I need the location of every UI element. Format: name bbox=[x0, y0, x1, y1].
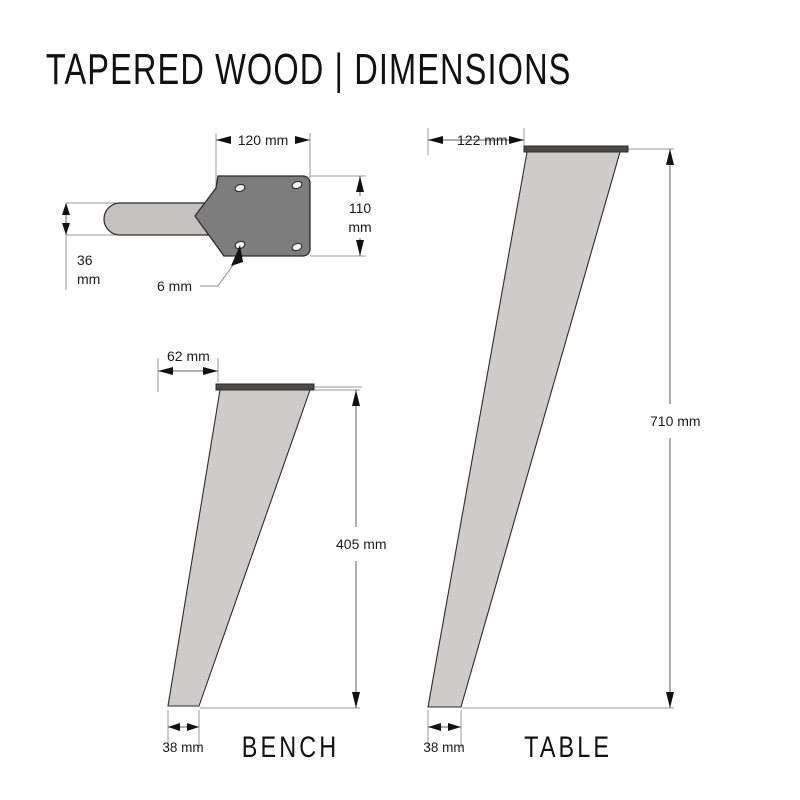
dimension-label-plate-height-value: 110 bbox=[349, 200, 372, 216]
page-title-text: TAPERED WOOD | DIMENSIONS bbox=[46, 45, 572, 94]
dimension-label-tab-thickness-unit: mm bbox=[77, 271, 100, 287]
bolt-hole-top-right bbox=[291, 180, 303, 190]
dimension-bench-bottom-width: 38 mm bbox=[162, 723, 204, 755]
arrow-right bbox=[203, 367, 218, 375]
arrow-down bbox=[352, 692, 360, 708]
dimension-label-plate-width: 120 mm bbox=[238, 132, 289, 148]
mounting-plate-detail: 120 mm 110 mm 36 mm 6 mm bbox=[62, 132, 372, 294]
bench-leg-shape bbox=[167, 389, 311, 707]
dimension-label-plate-height-unit: mm bbox=[348, 219, 371, 235]
arrow-right bbox=[509, 136, 524, 144]
wood-tab-shape bbox=[103, 202, 217, 236]
dimension-label-table-bottom-width: 38 mm bbox=[423, 740, 464, 755]
dimension-label-table-top-width: 122 mm bbox=[457, 132, 508, 148]
table-caption: TABLE bbox=[524, 730, 612, 763]
arrow-left bbox=[216, 136, 231, 144]
dimension-table-bottom-width: 38 mm bbox=[423, 723, 465, 755]
bolt-hole-top-left bbox=[234, 183, 246, 193]
arrow-down bbox=[666, 692, 674, 708]
dimension-tab-thickness: 36 mm bbox=[62, 203, 100, 287]
dimension-label-bench-bottom-width: 38 mm bbox=[162, 740, 203, 755]
table-leg-shape bbox=[427, 151, 621, 708]
bench-caption: BENCH bbox=[242, 730, 339, 763]
arrow-left bbox=[428, 723, 441, 731]
dimension-plate-width: 120 mm bbox=[216, 132, 310, 148]
arrow-left bbox=[428, 136, 443, 144]
bolt-hole-bottom-right bbox=[291, 242, 303, 252]
arrow-right bbox=[448, 723, 461, 731]
arrow-up bbox=[62, 203, 70, 215]
leader-line bbox=[200, 257, 239, 287]
arrow-down bbox=[62, 223, 70, 235]
arrow-left bbox=[158, 367, 173, 375]
dimension-label-hole-diameter: 6 mm bbox=[157, 278, 192, 294]
arrow-up bbox=[666, 149, 674, 165]
arrow-left bbox=[168, 723, 180, 731]
bench-top-plate bbox=[215, 383, 315, 391]
arrow-right bbox=[295, 136, 310, 144]
arrow-up bbox=[352, 390, 360, 406]
dimension-bench-top-width: 62 mm bbox=[158, 348, 218, 375]
dimension-label-table-height: 710 mm bbox=[650, 413, 701, 429]
mounting-plate-shape bbox=[194, 175, 311, 257]
dimension-hole-diameter: 6 mm bbox=[157, 245, 243, 294]
dimension-label-bench-top-width: 62 mm bbox=[167, 348, 210, 364]
leader-arrow bbox=[231, 245, 243, 266]
table-top-plate bbox=[523, 145, 629, 153]
dimension-label-tab-thickness-value: 36 bbox=[77, 252, 93, 268]
dimension-plate-height: 110 mm bbox=[348, 176, 372, 256]
dimension-table-top-width: 122 mm bbox=[428, 132, 524, 148]
dimension-bench-height: 405 mm bbox=[336, 390, 387, 708]
arrow-right bbox=[187, 723, 199, 731]
arrow-up bbox=[356, 176, 364, 192]
table-leg-view: 122 mm 710 mm 38 mm TABLE bbox=[423, 128, 701, 764]
bench-leg-view: 62 mm 405 mm 38 mm BENCH bbox=[157, 348, 387, 764]
arrow-down bbox=[356, 240, 364, 256]
page-title: TAPERED WOOD | DIMENSIONS bbox=[46, 45, 572, 94]
dimension-label-bench-height: 405 mm bbox=[336, 536, 387, 552]
dimension-table-height: 710 mm bbox=[650, 149, 701, 708]
